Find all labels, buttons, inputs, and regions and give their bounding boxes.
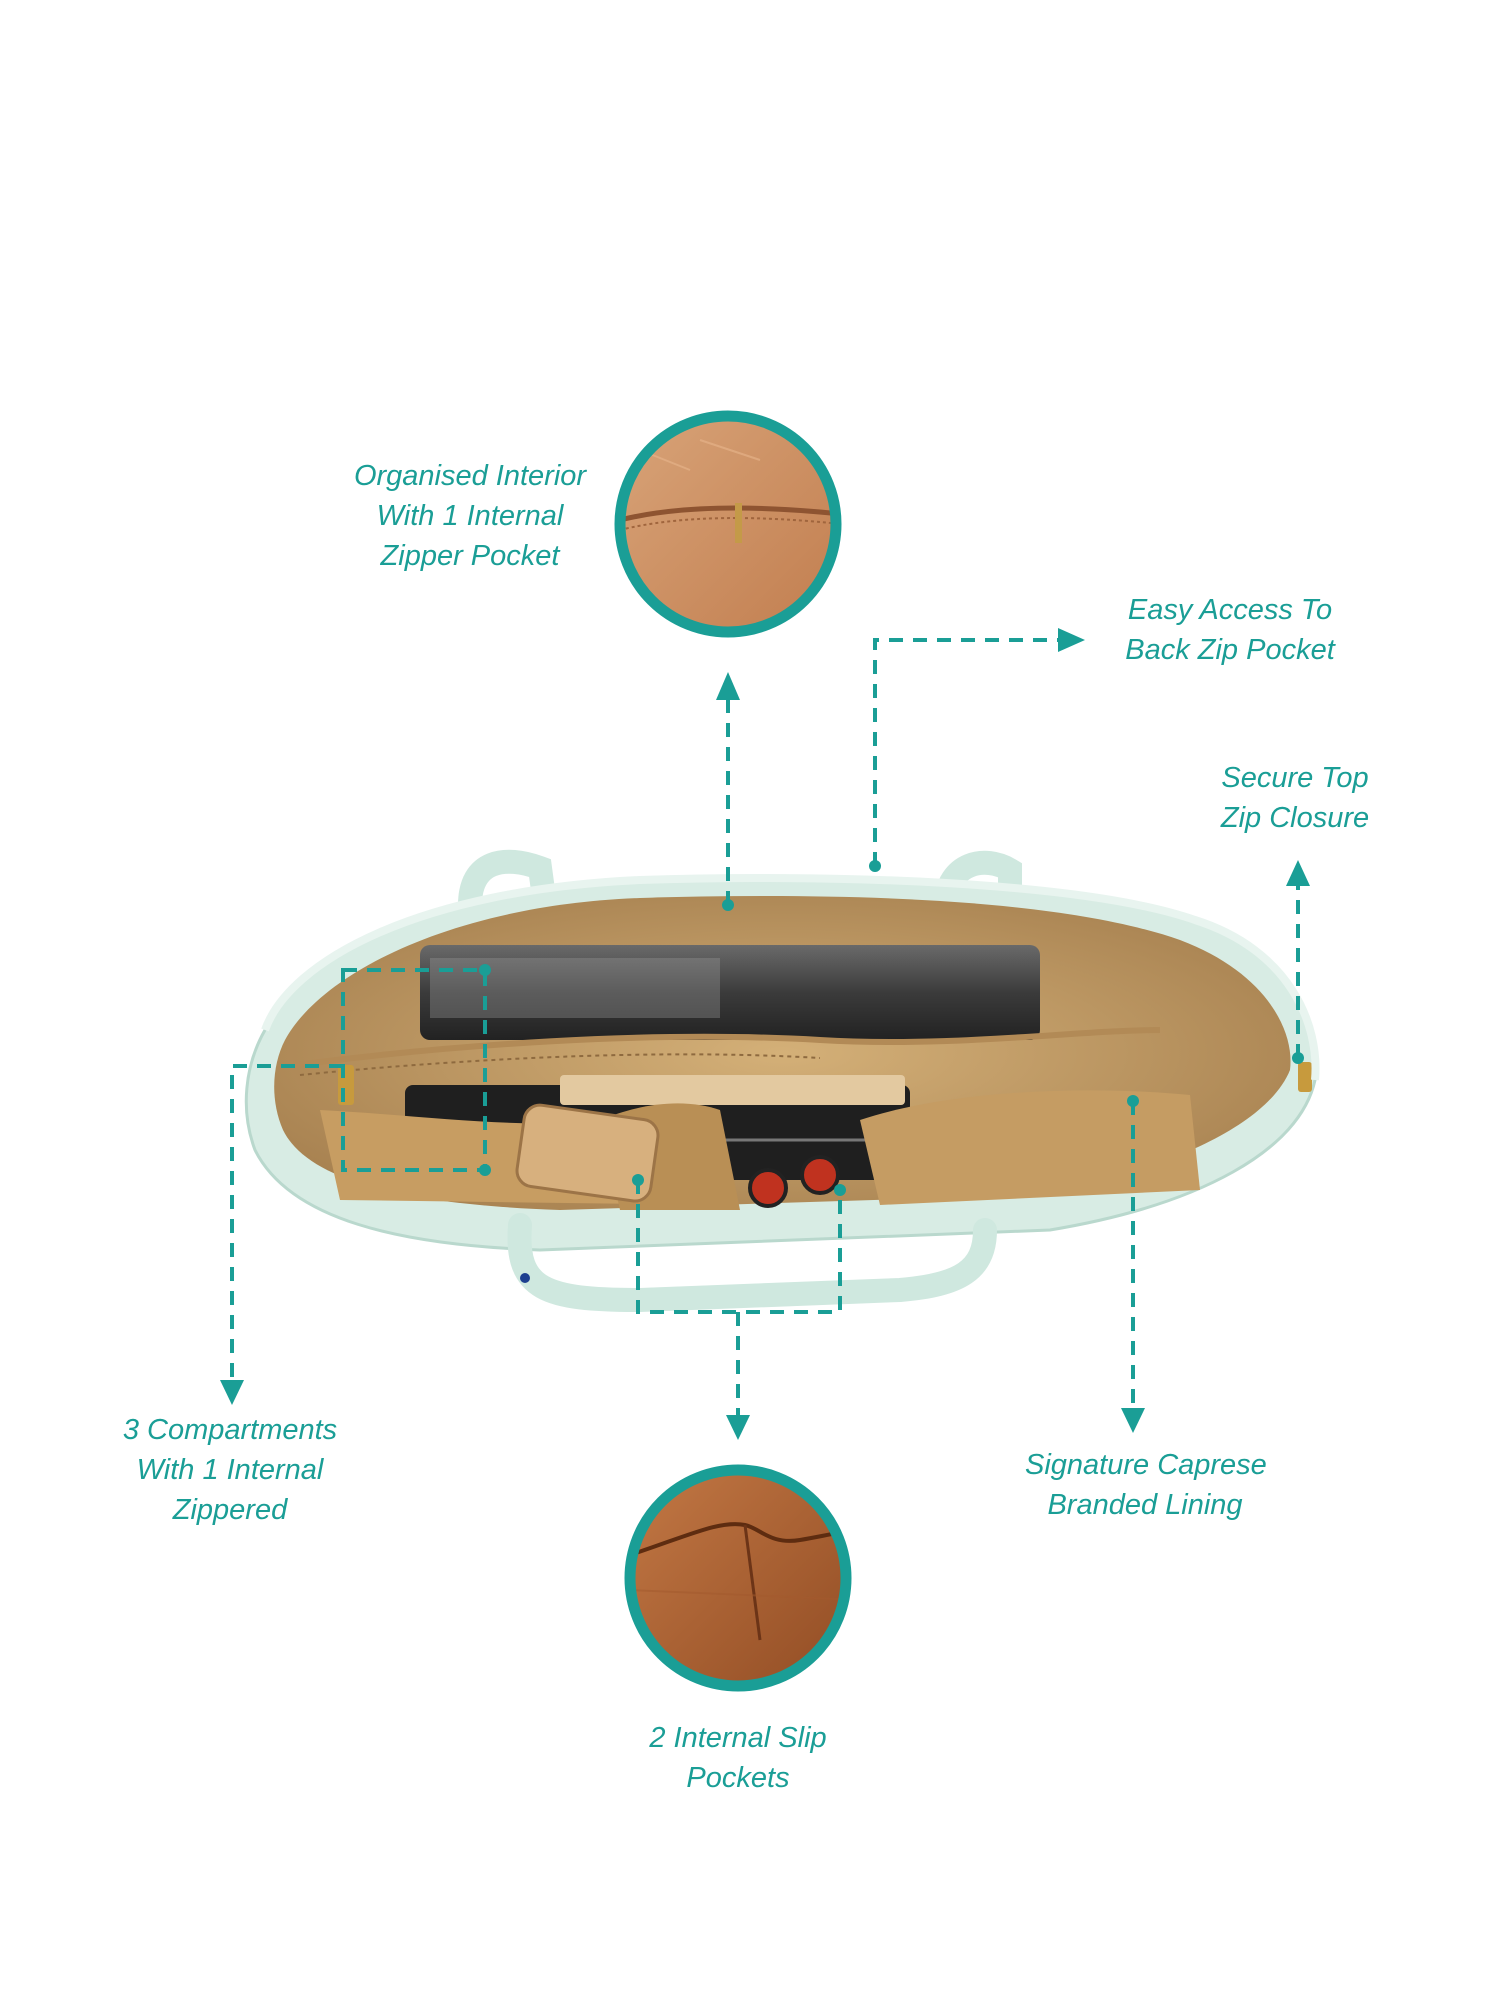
callout-top-zip-closure: Secure Top Zip Closure bbox=[1205, 758, 1385, 838]
callout-line: Branded Lining bbox=[1047, 1489, 1243, 1521]
bag-image bbox=[244, 849, 1320, 1313]
callout-compartments: 3 Compartments With 1 Internal Zippered bbox=[105, 1410, 355, 1530]
callout-organised-interior: Organised Interior With 1 Internal Zippe… bbox=[340, 456, 600, 576]
detail-circle-bottom bbox=[624, 1464, 852, 1692]
callout-slip-pockets: 2 Internal Slip Pockets bbox=[628, 1718, 848, 1798]
callout-back-zip-pocket: Easy Access To Back Zip Pocket bbox=[1110, 590, 1350, 670]
callout-line: 3 Compartments bbox=[122, 1414, 338, 1446]
callout-line: Zipper Pocket bbox=[380, 540, 560, 572]
callout-line: Easy Access To bbox=[1127, 594, 1333, 626]
callout-line: With 1 Internal bbox=[136, 1454, 324, 1486]
detail-circle-top bbox=[614, 410, 842, 638]
callout-markers bbox=[220, 628, 1310, 1440]
callout-line: With 1 Internal bbox=[376, 500, 564, 532]
callout-line: Pockets bbox=[686, 1762, 790, 1794]
callout-line: Zip Closure bbox=[1220, 802, 1370, 834]
callout-branded-lining: Signature Caprese Branded Lining bbox=[1025, 1445, 1267, 1525]
callout-line: Zippered bbox=[172, 1494, 288, 1526]
callout-line: Signature Caprese bbox=[1025, 1449, 1267, 1481]
callout-line: 2 Internal Slip bbox=[649, 1722, 827, 1754]
callout-line: Secure Top bbox=[1221, 762, 1369, 794]
callout-line: Back Zip Pocket bbox=[1125, 634, 1335, 666]
callout-line: Organised Interior bbox=[353, 460, 587, 492]
